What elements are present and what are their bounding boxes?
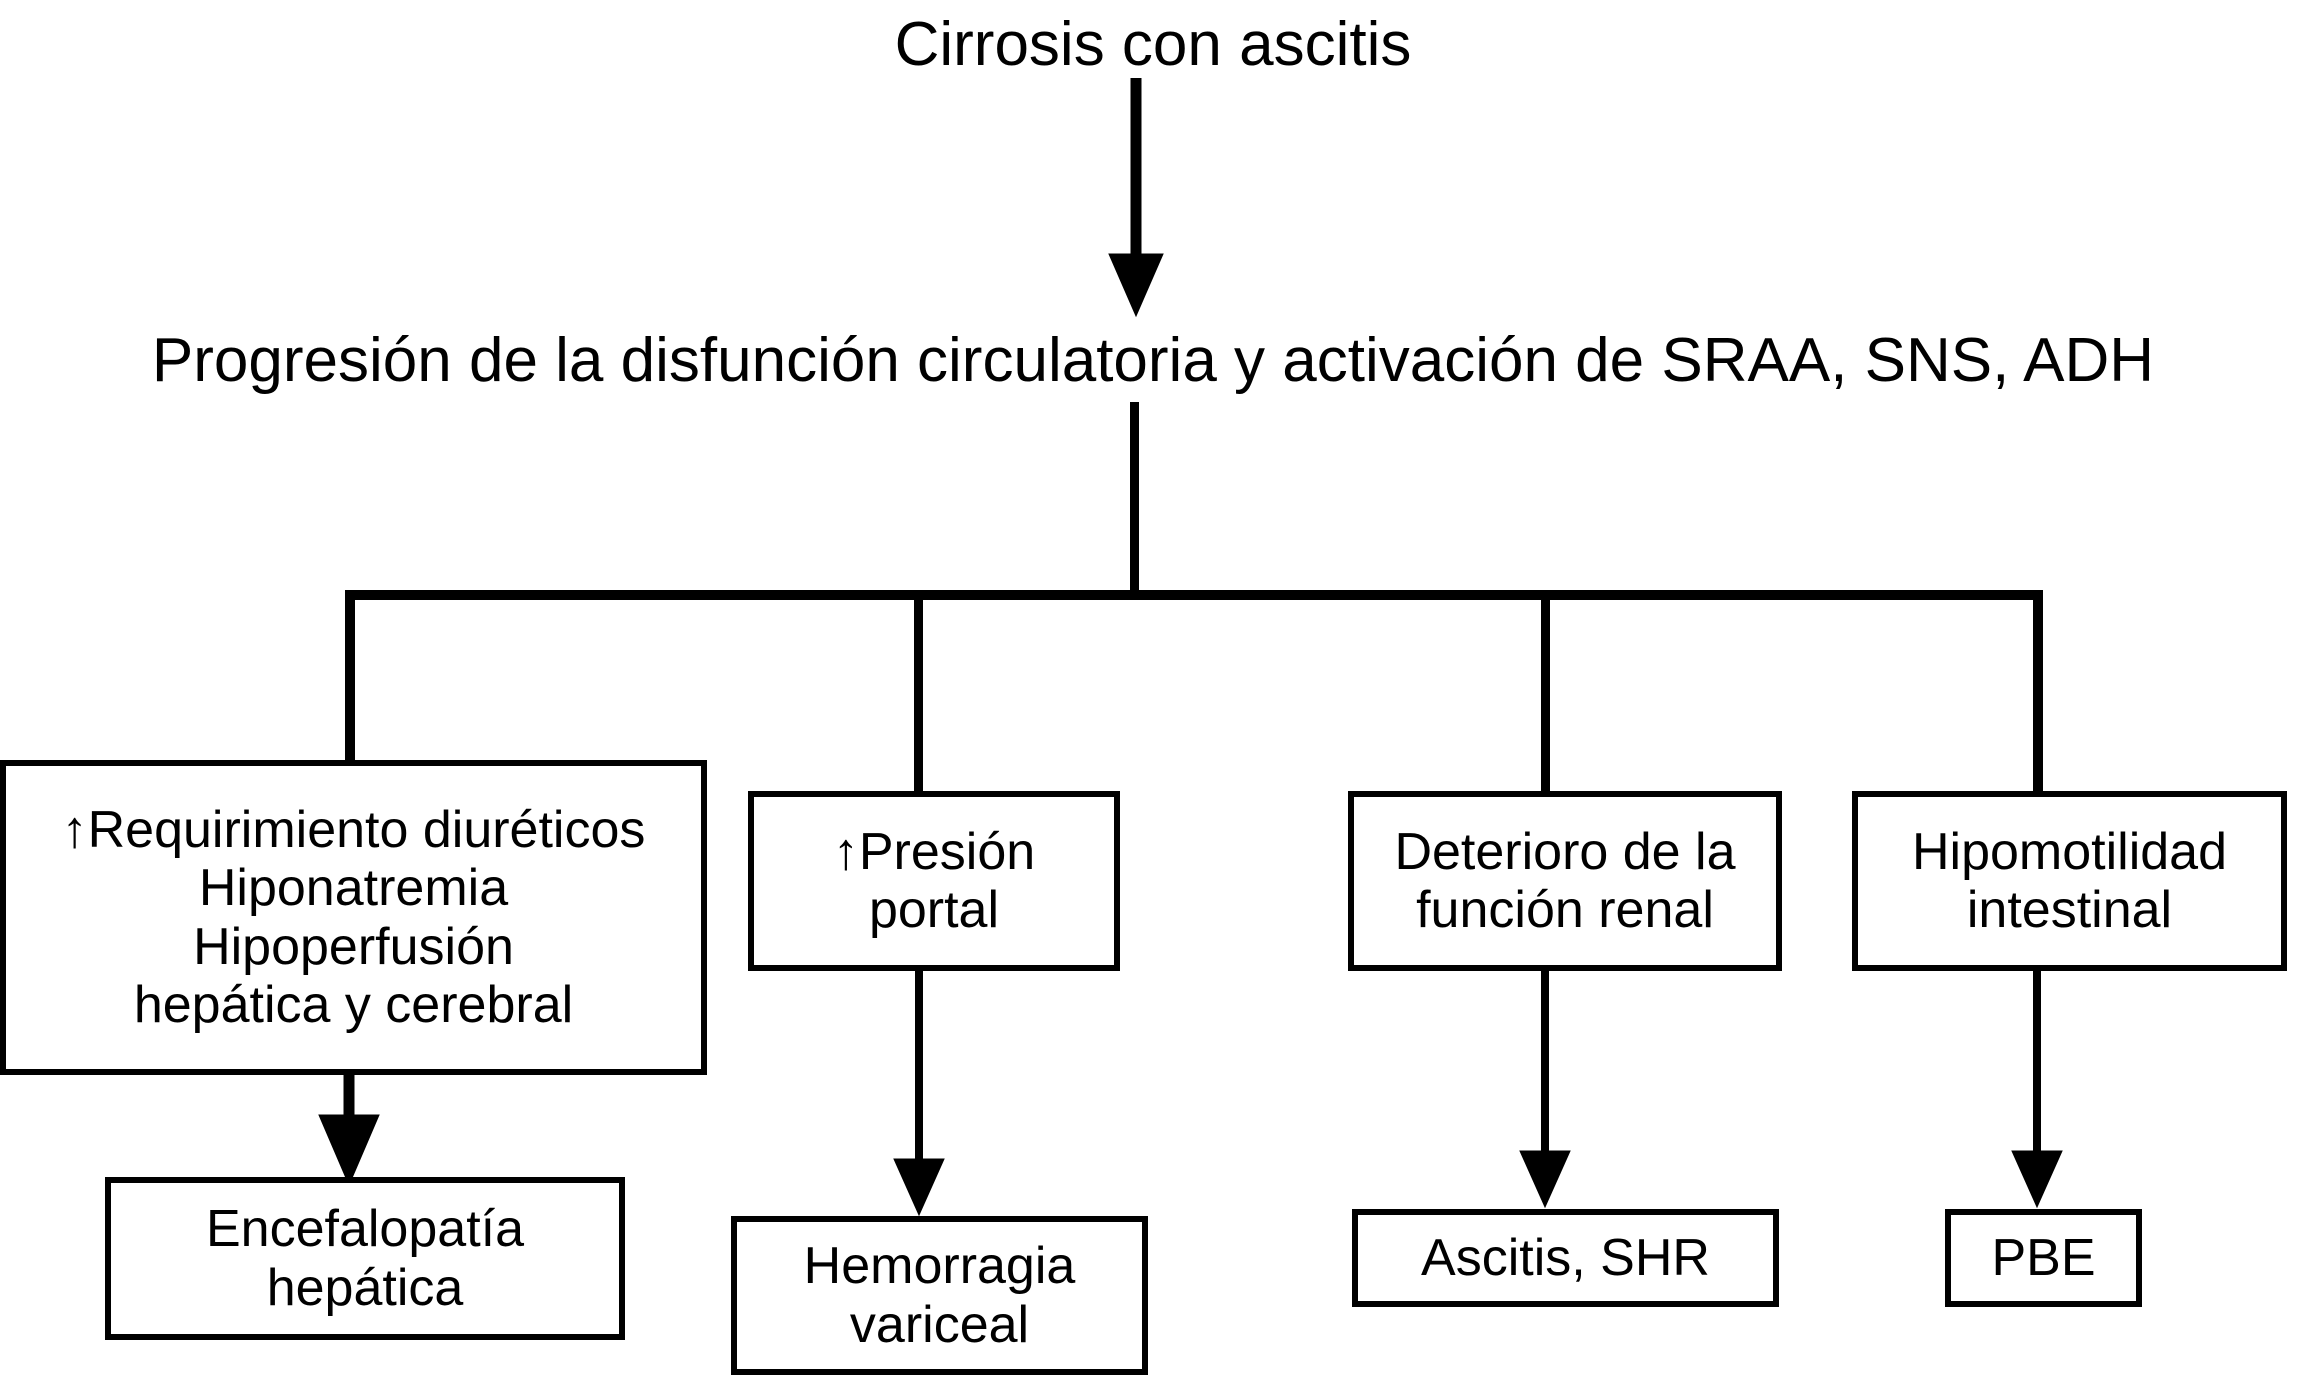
node-branch3[interactable]: Deterioro de la función renal [1348,791,1782,971]
edge-drop-branch4 [2033,590,2043,792]
node-branch2[interactable]: ↑Presión portal [748,791,1120,971]
node-outcome3[interactable]: Ascitis, SHR [1352,1209,1779,1307]
edge-drop-branch1 [345,590,355,762]
node-outcome1[interactable]: Encefalopatía hepática [105,1177,625,1340]
node-outcome3-label: Ascitis, SHR [1421,1228,1710,1287]
node-outcome2[interactable]: Hemorragia variceal [731,1216,1148,1375]
node-branch1[interactable]: ↑Requirimiento diuréticos Hiponatremia H… [0,760,707,1075]
node-branch1-label: ↑Requirimiento diuréticos Hiponatremia H… [61,801,646,1034]
edge-branch4-to-outcome4-arrow [2011,971,2063,1209]
node-branch3-label: Deterioro de la función renal [1394,822,1736,939]
diagram-title: Cirrosis con ascitis [894,10,1412,79]
diagram-subtitle: Progresión de la disfunción circulatoria… [151,326,2155,395]
node-outcome2-label: Hemorragia variceal [803,1237,1076,1354]
edge-distribution-bar [345,590,2042,600]
edge-root-to-progression-arrow [1108,78,1164,318]
node-branch2-label: ↑Presión portal [832,822,1036,939]
edge-branch1-to-outcome1-arrow [318,1075,380,1187]
node-outcome4[interactable]: PBE [1945,1209,2142,1307]
node-outcome4-label: PBE [1991,1228,2096,1287]
node-branch4[interactable]: Hipomotilidad intestinal [1852,791,2287,971]
edge-branch2-to-outcome2-arrow [893,971,945,1217]
edge-drop-branch2 [914,590,923,792]
edge-drop-branch3 [1541,590,1550,792]
edge-branch3-to-outcome3-arrow [1519,971,1571,1209]
edge-progression-stem [1130,402,1139,592]
node-outcome1-label: Encefalopatía hepática [205,1200,525,1317]
node-branch4-label: Hipomotilidad intestinal [1911,822,2228,939]
